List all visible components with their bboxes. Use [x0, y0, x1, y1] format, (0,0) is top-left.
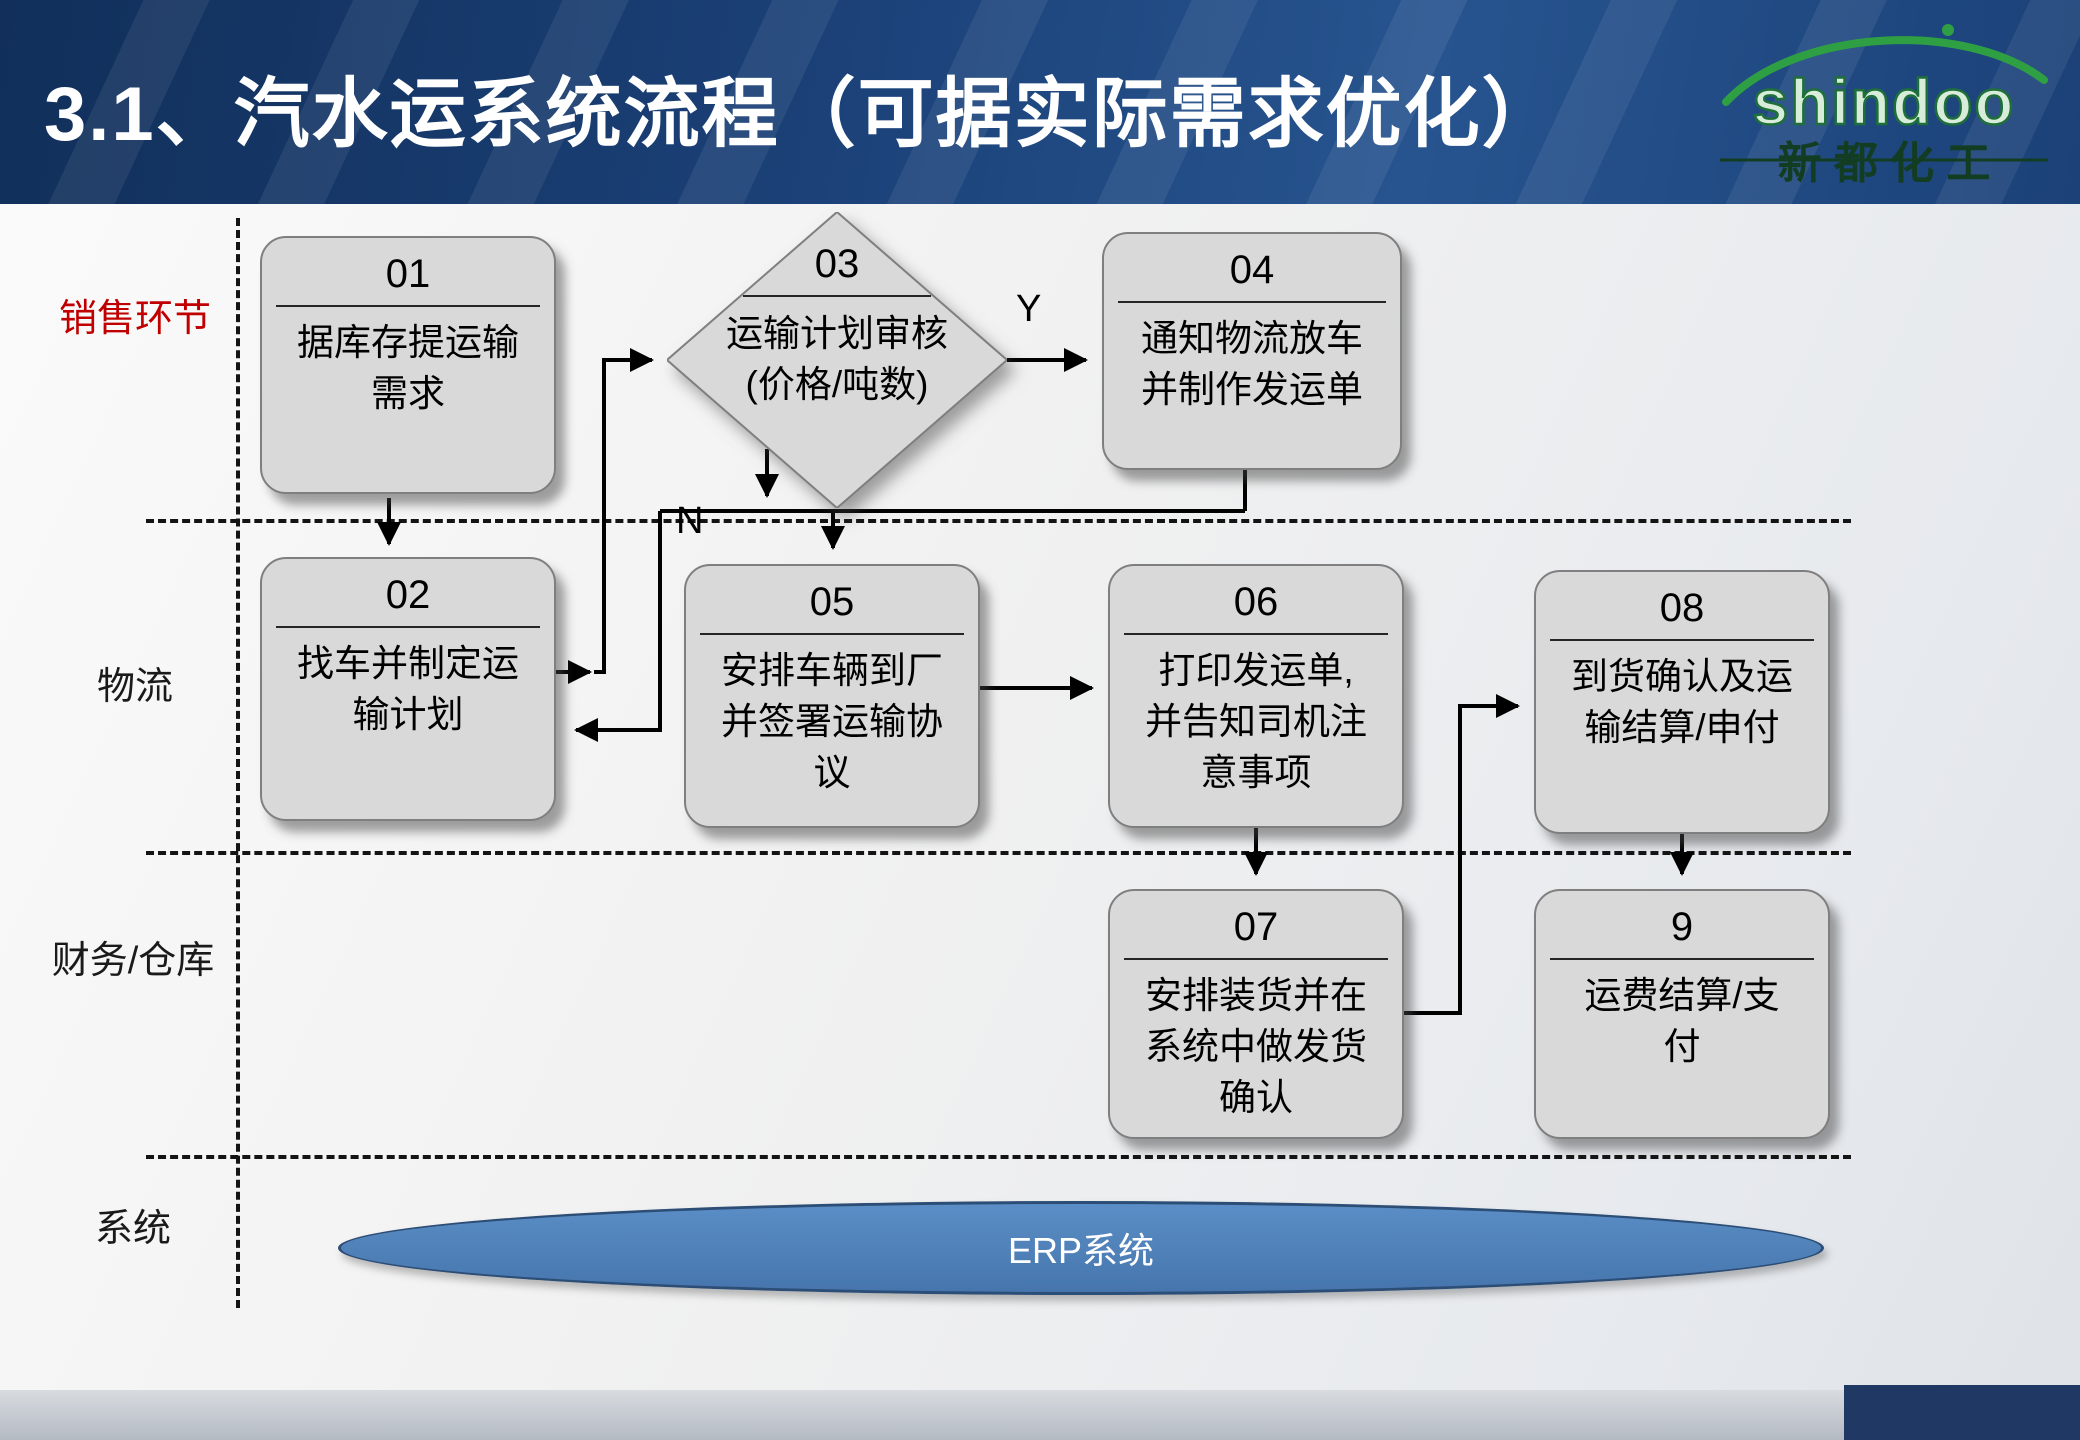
node-text: 运输计划审核(价格/吨数) — [726, 313, 948, 406]
node-text: 运费结算/支付 — [1584, 975, 1780, 1068]
node-separator — [700, 633, 964, 635]
flow-node-08: 08 到货确认及运输结算/申付 — [1534, 570, 1830, 834]
lane-label-system: 系统 — [94, 1208, 171, 1250]
node-text: 通知物流放车并制作发运单 — [1141, 318, 1363, 411]
node-separator — [276, 626, 540, 628]
lane-divider-1 — [146, 519, 1851, 523]
node-number: 05 — [809, 580, 855, 624]
node-number: 04 — [1229, 248, 1275, 292]
branch-label-yes: Y — [1016, 288, 1042, 330]
node-text: 安排车辆到厂并签署运输协议 — [721, 650, 943, 794]
footer-strip — [0, 1390, 1844, 1440]
flow-node-07: 07 安排装货并在系统中做发货确认 — [1108, 889, 1404, 1139]
node-text: 找车并制定运输计划 — [297, 643, 519, 736]
node-text: 安排装货并在系统中做发货确认 — [1145, 975, 1367, 1119]
node-number: 01 — [385, 252, 431, 296]
node-text: 据库存提运输需求 — [297, 322, 519, 415]
header-banner — [0, 0, 2080, 204]
node-separator — [1550, 639, 1814, 641]
lane-divider-vertical — [236, 218, 240, 1308]
node-number: 02 — [385, 573, 431, 617]
flow-node-04: 04 通知物流放车并制作发运单 — [1102, 232, 1402, 470]
page-title: 3.1、汽水运系统流程（可据实际需求优化） — [44, 72, 1560, 157]
lane-label-finance-warehouse: 财务/仓库 — [51, 940, 215, 982]
erp-system-ellipse: ERP系统 — [338, 1201, 1824, 1295]
branch-label-no: N — [676, 500, 704, 542]
lane-divider-2 — [146, 851, 1851, 855]
node-number: 06 — [1233, 580, 1279, 624]
logo-swoosh-icon — [1722, 36, 2048, 106]
node-text: 打印发运单,并告知司机注意事项 — [1145, 650, 1367, 794]
node-separator — [1550, 958, 1814, 960]
node-separator — [276, 305, 540, 307]
node-number: 08 — [1659, 586, 1705, 630]
lane-label-logistics: 物流 — [96, 666, 173, 708]
node-number: 07 — [1233, 905, 1279, 949]
node-separator — [1118, 301, 1386, 303]
erp-label: ERP系统 — [1007, 1230, 1155, 1271]
logo-brand-text: shindoo — [1753, 66, 2016, 138]
node-number: 03 — [814, 242, 860, 286]
flow-node-02: 02 找车并制定运输计划 — [260, 557, 556, 821]
flow-node-09: 9 运费结算/支付 — [1534, 889, 1830, 1139]
flow-node-05: 05 安排车辆到厂并签署运输协议 — [684, 564, 980, 828]
node-separator — [1124, 633, 1388, 635]
flow-node-01: 01 据库存提运输需求 — [260, 236, 556, 494]
node-number: 9 — [1670, 905, 1694, 949]
company-logo: shindoo 新 都 化 工 — [1720, 24, 2048, 188]
lane-label-sales: 销售环节 — [58, 298, 211, 340]
flow-node-03-decision: 03 运输计划审核(价格/吨数) — [665, 210, 1009, 510]
node-separator — [1124, 958, 1388, 960]
logo-brand-cn: 新 都 化 工 — [1778, 139, 1991, 188]
lane-divider-3 — [146, 1155, 1851, 1159]
node-text: 到货确认及运输结算/申付 — [1571, 656, 1793, 749]
logo-dot-icon — [1942, 24, 1954, 36]
flow-node-06: 06 打印发运单,并告知司机注意事项 — [1108, 564, 1404, 828]
footer-accent-block — [1844, 1385, 2080, 1440]
